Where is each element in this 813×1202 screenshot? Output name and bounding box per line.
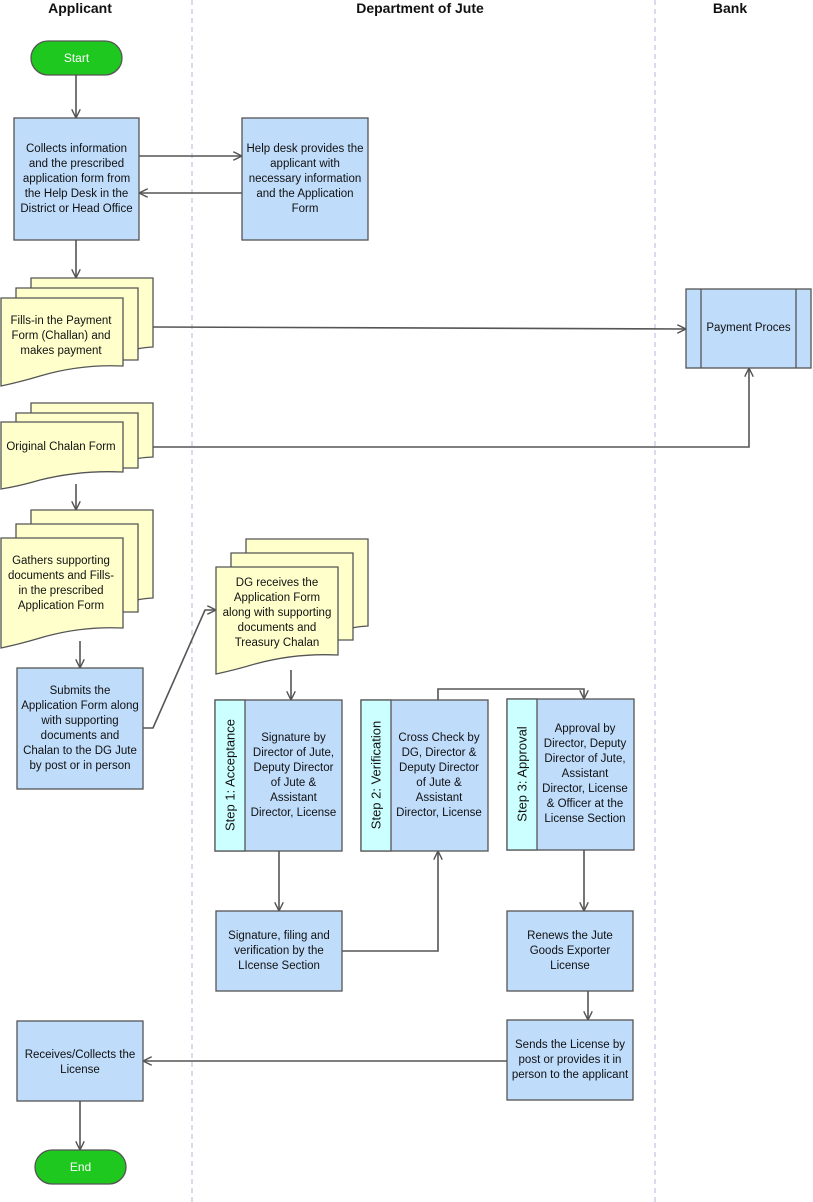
connector-signature-step2 [342, 852, 438, 952]
sends-label: Sends the License by post or provides it… [511, 1038, 629, 1081]
lane-header-department: Department of Jute [356, 0, 484, 16]
connector-submits-dg [143, 610, 215, 729]
step3-text: Approval by Director, Deputy Director of… [542, 723, 628, 825]
gathers-document [0, 509, 154, 649]
step2-box [360, 699, 489, 852]
dg-receives-document [215, 538, 369, 675]
payment-process-label: Payment Proces [706, 322, 791, 334]
original-chalan-label: Original Chalan Form [6, 440, 116, 453]
fills-payment-label: Fills-in the Payment Form (Challan) and … [10, 314, 112, 357]
end-terminal [34, 1149, 127, 1185]
connector-step2-step3 [437, 688, 584, 700]
submits-label: Submits the Application Form along with … [21, 684, 139, 772]
step1-text: Signature by Director of Jute, Deputy Di… [250, 731, 337, 819]
step3-box [506, 698, 635, 851]
receives-label: Receives/Collects the License [24, 1049, 136, 1076]
submits-box [16, 667, 144, 790]
helpdesk-label: Help desk provides the applicant with ne… [246, 142, 364, 215]
signature-filing-box [215, 910, 343, 992]
signature-filing-label: Signature, filing and verification by th… [228, 929, 330, 972]
fills-payment-document [0, 277, 154, 387]
renews-box [506, 910, 634, 992]
payment-process-box [685, 288, 812, 369]
gathers-label: Gathers supporting documents and Fills-i… [7, 555, 115, 612]
dg-receives-label: DG receives the Application Form along w… [222, 576, 332, 649]
original-chalan-document [0, 402, 154, 490]
sends-box [506, 1019, 634, 1101]
step2-vertical-label: Step 2: Verification [368, 720, 383, 830]
lane-header-applicant: Applicant [48, 0, 112, 16]
start-label: Start [63, 50, 90, 65]
lane-header-bank: Bank [712, 0, 748, 16]
end-label: End [69, 1159, 92, 1174]
step3-vertical-label: Step 3: Approval [514, 726, 529, 822]
connector-chalan-payment [153, 369, 749, 448]
helpdesk-box [241, 117, 369, 241]
connector-fills-payment [152, 327, 685, 329]
receives-box [16, 1020, 144, 1102]
step2-text: Cross Check by DG, Director & Deputy Dir… [396, 731, 482, 819]
step1-vertical-label: Step 1: Acceptance [222, 718, 237, 832]
collects-label: Collects information and the prescribed … [20, 142, 133, 215]
collects-box [13, 117, 140, 241]
renews-label: Renews the Jute Goods Exporter License [527, 929, 613, 972]
step1-box [214, 699, 343, 852]
